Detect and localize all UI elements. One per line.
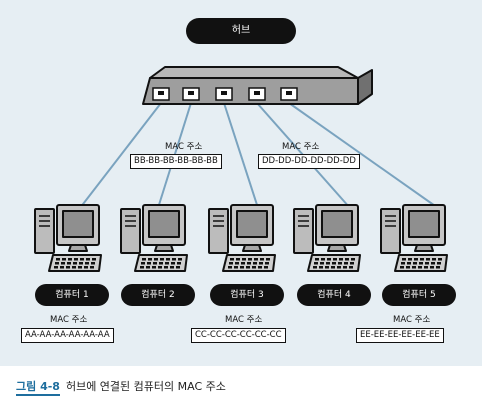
figure-number: 그림 4-8: [16, 380, 60, 396]
mac-label-computer-4: MAC 주소: [282, 142, 320, 152]
hub-ports: [152, 87, 298, 101]
mac-address-computer-5: EE-EE-EE-EE-EE-EE: [356, 328, 444, 343]
computer-2-label: 컴퓨터 2: [121, 284, 195, 306]
cable-computer-1: [79, 102, 162, 209]
hub-label: 허브: [186, 18, 296, 44]
computer-5-icon: [380, 204, 448, 272]
computer-3-label: 컴퓨터 3: [210, 284, 284, 306]
cables: [79, 102, 439, 209]
mac-address-computer-4: DD-DD-DD-DD-DD-DD: [258, 154, 360, 169]
computer-4-icon: [293, 204, 361, 272]
mac-address-computer-3: CC-CC-CC-CC-CC-CC: [191, 328, 286, 343]
computers: [34, 204, 448, 272]
cable-computer-5: [288, 102, 439, 209]
mac-address-computer-2: BB-BB-BB-BB-BB-BB: [130, 154, 222, 169]
figure-caption-text: 허브에 연결된 컴퓨터의 MAC 주소: [65, 380, 226, 393]
computer-3-icon: [208, 204, 276, 272]
mac-label-computer-5: MAC 주소: [393, 315, 431, 325]
computer-1-label: 컴퓨터 1: [35, 284, 109, 306]
cable-computer-3: [223, 102, 259, 209]
computer-2-icon: [120, 204, 188, 272]
computer-1-icon: [34, 204, 102, 272]
mac-address-computer-1: AA-AA-AA-AA-AA-AA: [21, 328, 114, 343]
computer-4-label: 컴퓨터 4: [297, 284, 371, 306]
figure-caption: 그림 4-8 허브에 연결된 컴퓨터의 MAC 주소: [16, 378, 226, 396]
mac-label-computer-3: MAC 주소: [225, 315, 263, 325]
mac-label-computer-1: MAC 주소: [50, 315, 88, 325]
computer-5-label: 컴퓨터 5: [382, 284, 456, 306]
network-diagram: [34, 66, 448, 272]
figure-area: 허브 MAC 주소 BB-BB-BB-BB-BB-BB MAC 주소 DD-DD…: [0, 0, 482, 366]
mac-label-computer-2: MAC 주소: [165, 142, 203, 152]
